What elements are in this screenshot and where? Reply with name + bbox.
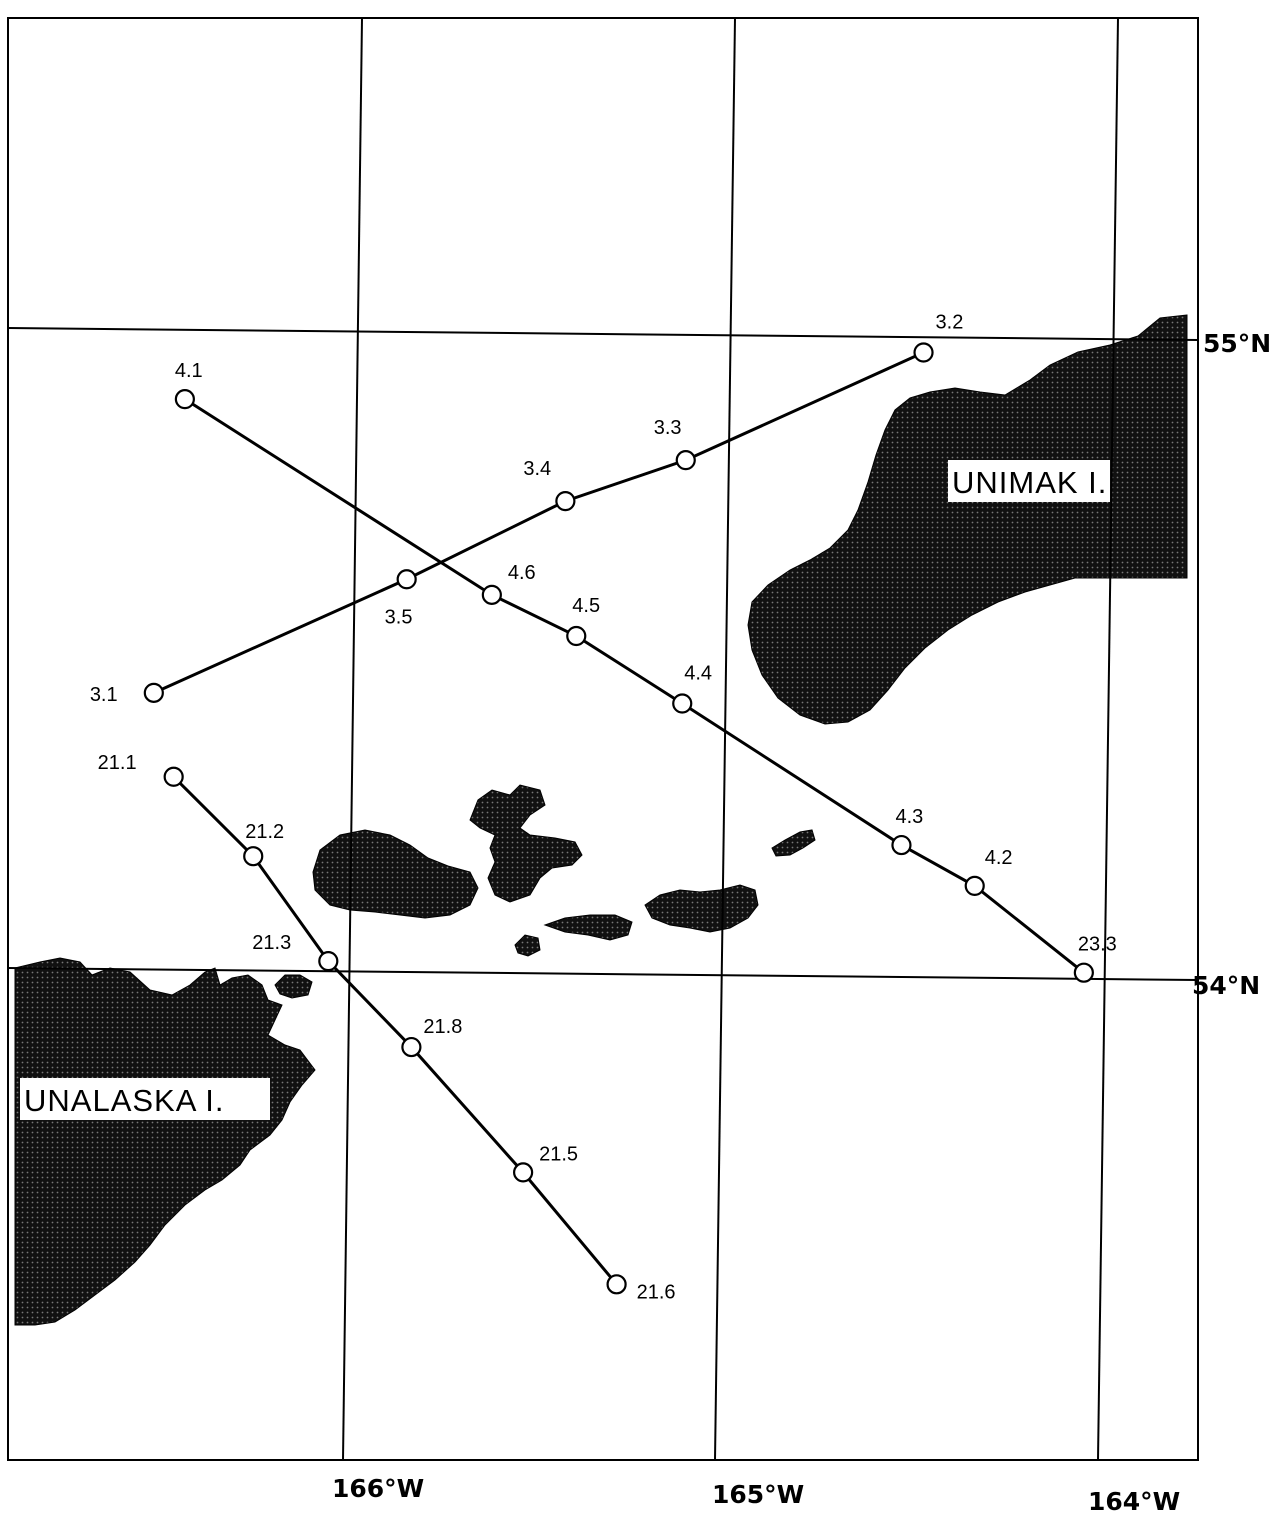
- station-marker-21.2[interactable]: [243, 846, 264, 867]
- station-marker-21.6[interactable]: [606, 1274, 627, 1295]
- small-islet-1: [514, 934, 541, 957]
- station-label-23.3: 23.3: [1078, 934, 1117, 956]
- land-masses: [14, 314, 1188, 1326]
- station-marker-23.3[interactable]: [1073, 962, 1094, 983]
- latitude-label-55n: 55°N: [1203, 329, 1271, 358]
- avatanak-island: [543, 914, 633, 941]
- unimak-label: UNIMAK I.: [952, 465, 1107, 500]
- transect-line-21: [172, 775, 618, 1286]
- unalaska-island: [14, 957, 316, 1326]
- station-label-4.4: 4.4: [684, 662, 712, 684]
- station-marker-21.8[interactable]: [401, 1036, 422, 1058]
- transect-lines: 3.1 3.5 3.4 3.3 3.2 4.1 4.6 4.5 4.4 4.3 4.2 23.3 21.…: [90, 312, 1117, 1304]
- station-marker-21.1[interactable]: [163, 766, 184, 787]
- station-marker-3.1[interactable]: [143, 682, 164, 703]
- small-islet-2: [771, 829, 816, 857]
- station-marker-4.1[interactable]: [174, 389, 195, 410]
- gridline-54n: [7, 967, 1199, 981]
- gridline-55n: [7, 327, 1199, 341]
- small-islet-3: [274, 974, 313, 999]
- island-labels: UNIMAK I. UNALASKA I.: [20, 460, 1110, 1120]
- station-marker-3.3[interactable]: [675, 450, 696, 471]
- unalaska-label-bg: [20, 1078, 270, 1120]
- station-marker-4.2[interactable]: [964, 875, 985, 896]
- akun-island: [469, 784, 583, 903]
- station-label-21.3: 21.3: [252, 932, 291, 954]
- station-label-3.5: 3.5: [385, 606, 413, 628]
- station-marker-4.6[interactable]: [481, 584, 502, 605]
- gridline-166w: [342, 17, 363, 1461]
- akutan-island: [312, 829, 479, 919]
- station-label-4.5: 4.5: [572, 595, 600, 617]
- station-marker-3.5[interactable]: [396, 569, 417, 590]
- gridline-165w: [714, 17, 736, 1461]
- station-label-4.2: 4.2: [985, 847, 1013, 869]
- station-label-21.2: 21.2: [245, 821, 284, 843]
- station-label-21.8: 21.8: [423, 1016, 462, 1038]
- station-label-4.6: 4.6: [508, 562, 536, 584]
- station-marker-21.5[interactable]: [513, 1162, 534, 1183]
- latitude-label-54n: 54°N: [1192, 971, 1260, 1000]
- station-marker-4.3[interactable]: [891, 834, 912, 856]
- station-marker-3.2[interactable]: [913, 342, 934, 363]
- station-label-21.5: 21.5: [539, 1143, 578, 1165]
- station-marker-4.4[interactable]: [672, 693, 693, 714]
- station-label-3.1: 3.1: [90, 684, 118, 706]
- unimak-island: [747, 314, 1188, 725]
- gridline-164w: [1097, 17, 1119, 1461]
- station-label-3.4: 3.4: [523, 458, 551, 480]
- station-label-3.3: 3.3: [654, 417, 682, 439]
- unalaska-label: UNALASKA I.: [24, 1083, 225, 1118]
- graticule: [7, 17, 1199, 1461]
- station-marker-4.5[interactable]: [566, 625, 587, 647]
- longitude-label-165w: 165°W: [712, 1480, 804, 1509]
- station-marker-3.4[interactable]: [555, 491, 576, 512]
- map-frame: [7, 17, 1199, 1461]
- station-label-4.3: 4.3: [895, 806, 923, 828]
- station-label-21.6: 21.6: [637, 1281, 676, 1303]
- longitude-label-166w: 166°W: [332, 1474, 424, 1503]
- latitude-labels: 55°N 54°N: [1192, 329, 1271, 1000]
- station-label-21.1: 21.1: [98, 752, 137, 774]
- longitude-label-164w: 164°W: [1088, 1487, 1180, 1513]
- station-label-3.2: 3.2: [936, 312, 964, 334]
- tigalda-island: [644, 884, 759, 933]
- unimak-label-bg: [948, 460, 1110, 502]
- station-marker-21.3[interactable]: [318, 951, 339, 972]
- longitude-labels: 166°W 165°W 164°W: [332, 1474, 1180, 1513]
- station-label-4.1: 4.1: [175, 360, 203, 382]
